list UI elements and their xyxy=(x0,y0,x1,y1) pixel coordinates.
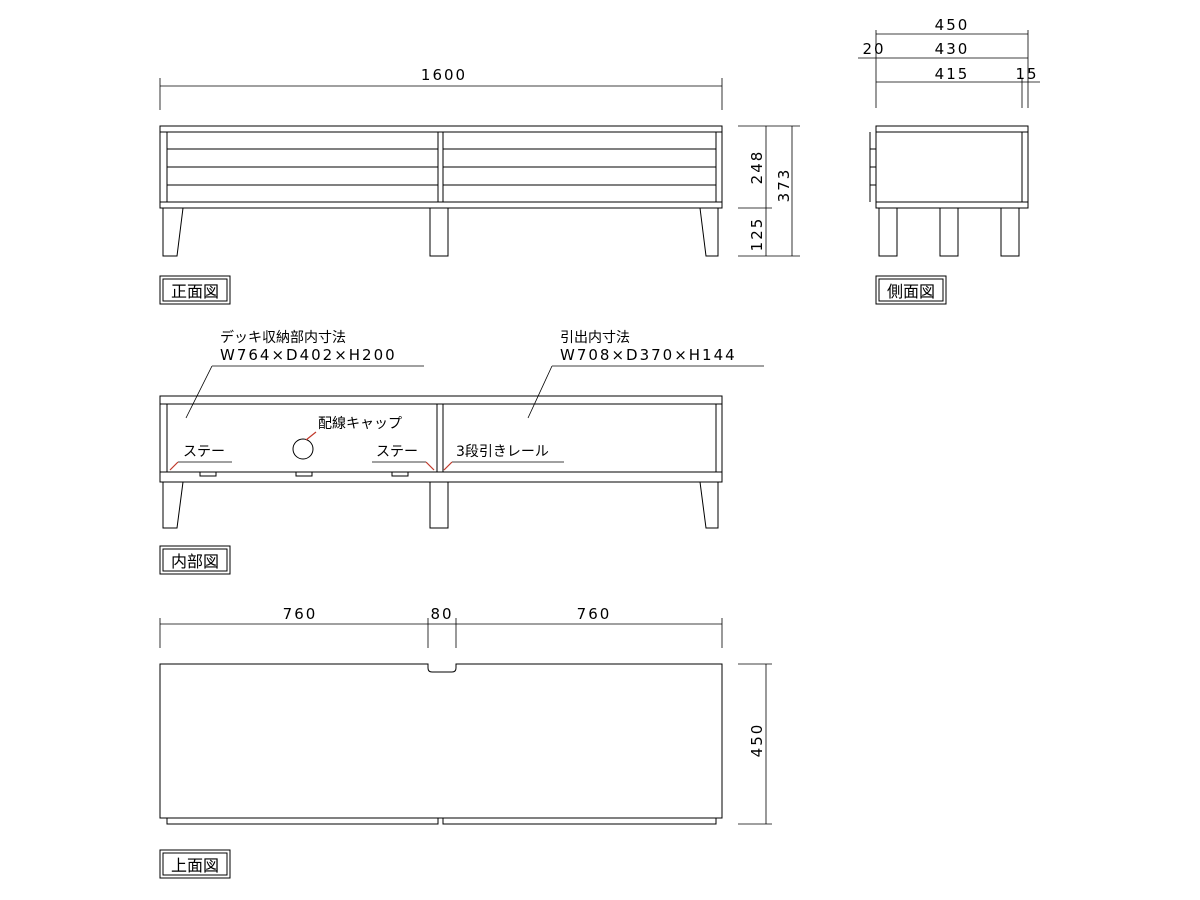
front-title-box xyxy=(159,275,231,305)
side-leg-front xyxy=(1000,207,1020,257)
side-offset-back-label: 20 xyxy=(862,40,885,58)
stay-bracket-center xyxy=(295,471,313,477)
front-title: 正面図 xyxy=(171,282,219,301)
top-title-inner xyxy=(162,852,228,876)
front-height-leg-label: 125 xyxy=(748,217,766,252)
front-title-inner xyxy=(162,278,228,302)
internal-leg-left xyxy=(162,481,184,529)
stay-label-left: ステー xyxy=(183,444,225,460)
side-title-inner xyxy=(878,278,944,302)
side-depth-drawer-label: 415 xyxy=(935,65,970,83)
cable-cap-label: 配線キャップ xyxy=(318,416,402,432)
internal-title-inner xyxy=(162,548,228,572)
front-leg-left xyxy=(162,207,184,257)
drawer-inner-label: 引出内寸法 xyxy=(560,330,630,346)
front-view: 1600 248 373 125 正面図 xyxy=(159,66,800,305)
cable-cap-leader xyxy=(305,431,317,441)
internal-title: 内部図 xyxy=(171,552,219,571)
front-height-total-label: 373 xyxy=(775,168,793,203)
top-center-width-label: 80 xyxy=(430,605,453,623)
deck-dims: W764×D402×H200 xyxy=(220,346,397,364)
deck-callout-leader xyxy=(185,365,213,419)
deck-label: デッキ収納部内寸法 xyxy=(220,329,346,346)
stay-bracket-left xyxy=(199,471,217,477)
stay-left-leader xyxy=(169,461,179,471)
side-body xyxy=(875,125,1029,209)
side-offset-front-label: 15 xyxy=(1015,65,1038,83)
front-width-label: 1600 xyxy=(421,66,467,84)
top-drawer-left-edge xyxy=(166,817,439,825)
drawer-inner-dims: W708×D370×H144 xyxy=(560,346,737,364)
side-leg-middle xyxy=(939,207,959,257)
top-left-width-label: 760 xyxy=(283,605,318,623)
top-depth-label: 450 xyxy=(748,723,766,758)
side-title-box xyxy=(875,275,947,305)
side-view: 450 20 430 415 15 側面図 xyxy=(858,16,1040,305)
stay-right-leader xyxy=(425,461,435,471)
top-surface xyxy=(159,663,723,819)
internal-leg-center xyxy=(429,481,449,529)
front-leg-center xyxy=(429,207,449,257)
rail-label: 3段引きレール xyxy=(456,444,549,460)
top-title: 上面図 xyxy=(171,856,219,875)
front-leg-right xyxy=(699,207,719,257)
side-leg-back xyxy=(878,207,898,257)
top-title-box xyxy=(159,849,231,879)
cable-cap-hole xyxy=(292,438,314,460)
side-depth-total-label: 450 xyxy=(935,16,970,34)
internal-title-box xyxy=(159,545,231,575)
side-title: 側面図 xyxy=(887,282,935,301)
drawer-callout-leader xyxy=(527,365,553,419)
internal-view: デッキ収納部内寸法 W764×D402×H200 引出内寸法 W708×D370… xyxy=(159,329,764,575)
top-right-width-label: 760 xyxy=(577,605,612,623)
stay-label-right: ステー xyxy=(376,444,418,460)
top-drawer-right-edge xyxy=(442,817,717,825)
rail-leader xyxy=(443,461,453,471)
stay-bracket-right xyxy=(391,471,409,477)
top-view: 760 80 760 450 上面図 xyxy=(159,605,772,879)
front-height-body-label: 248 xyxy=(748,150,766,185)
side-depth-inner-label: 430 xyxy=(935,40,970,58)
internal-leg-right xyxy=(699,481,719,529)
internal-body xyxy=(159,395,723,483)
